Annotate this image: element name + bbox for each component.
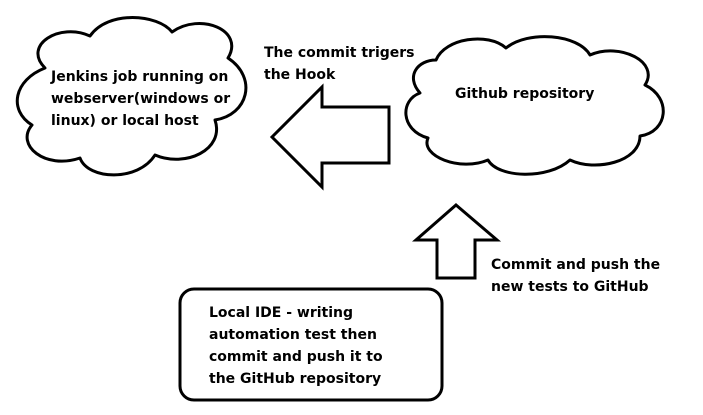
local-ide-box-shape — [178, 287, 444, 402]
push-label-line: new tests to GitHub — [491, 279, 649, 295]
local-ide-label-line: the GitHub repository — [209, 371, 382, 387]
jenkins-label-line: webserver(windows or — [51, 91, 231, 107]
local-ide-node-label: Local IDE - writing automation test then… — [209, 302, 383, 390]
local-ide-label-line: commit and push it to — [209, 349, 383, 365]
hook-label-line: The commit trigers — [264, 45, 415, 61]
hook-arrow — [269, 83, 391, 191]
jenkins-label-line: Jenkins job running on — [51, 69, 229, 85]
local-ide-label-line: Local IDE - writing — [209, 305, 354, 321]
github-node-label: Github repository — [455, 83, 594, 105]
local-ide-label-line: automation test then — [209, 327, 377, 343]
hook-label-line: the Hook — [264, 67, 336, 83]
github-label-line: Github repository — [455, 86, 595, 102]
jenkins-node-label: Jenkins job running on webserver(windows… — [51, 66, 230, 132]
github-cloud-shape — [404, 35, 665, 176]
push-edge-label: Commit and push the new tests to GitHub — [491, 254, 660, 298]
jenkins-cloud-shape — [15, 16, 248, 177]
hook-edge-label: The commit trigers the Hook — [264, 42, 415, 86]
jenkins-label-line: linux) or local host — [51, 113, 199, 129]
push-arrow — [412, 203, 502, 280]
push-label-line: Commit and push the — [491, 257, 661, 273]
